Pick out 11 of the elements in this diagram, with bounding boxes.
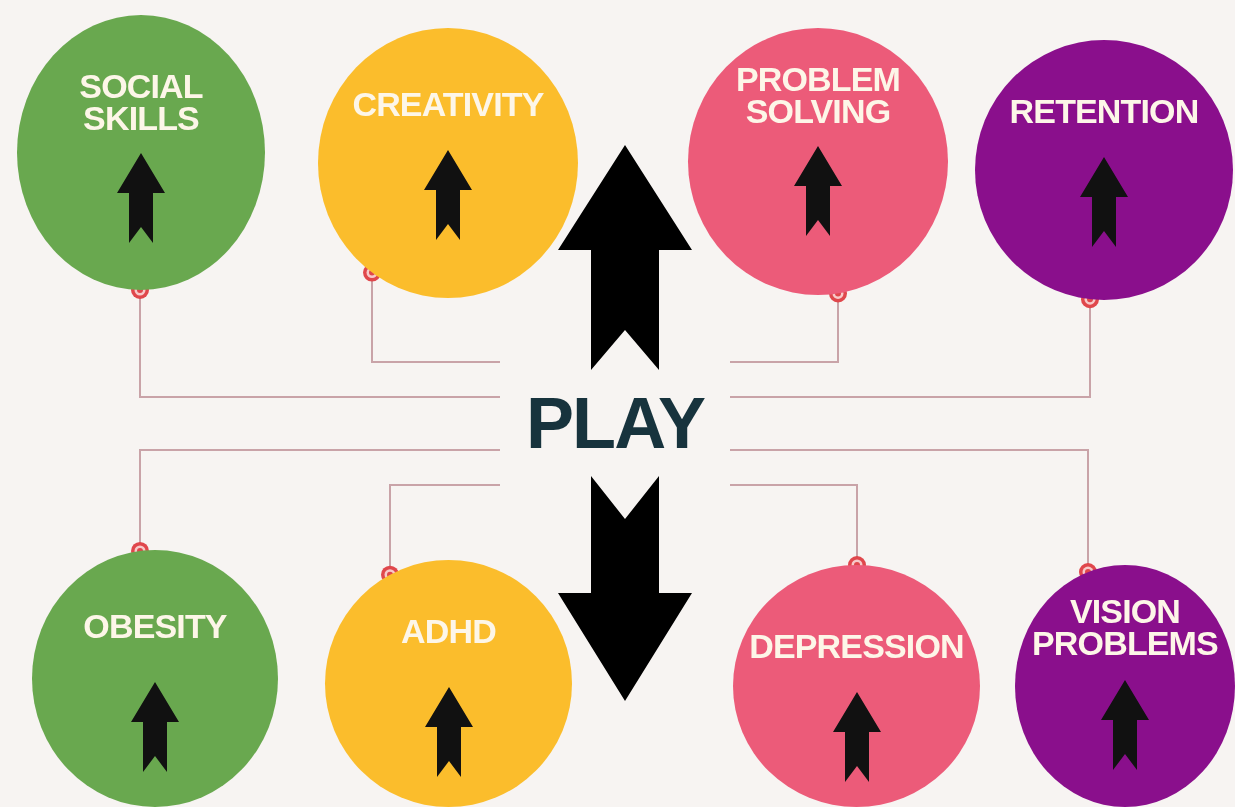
topic-label: CREATIVITY [351,88,545,121]
central-title: PLAY [525,387,705,459]
topic-label: ADHD [400,615,497,648]
block-arrow [558,476,692,701]
topic-label: SOCIAL SKILLS [78,70,204,135]
block-arrow [558,145,692,370]
topic-label: PROBLEM SOLVING [734,63,902,128]
topic-label: RETENTION [1008,95,1200,128]
topic-label: DEPRESSION [748,630,965,663]
topic-label: OBESITY [82,610,228,643]
topic-label: VISION PROBLEMS [1031,595,1219,660]
